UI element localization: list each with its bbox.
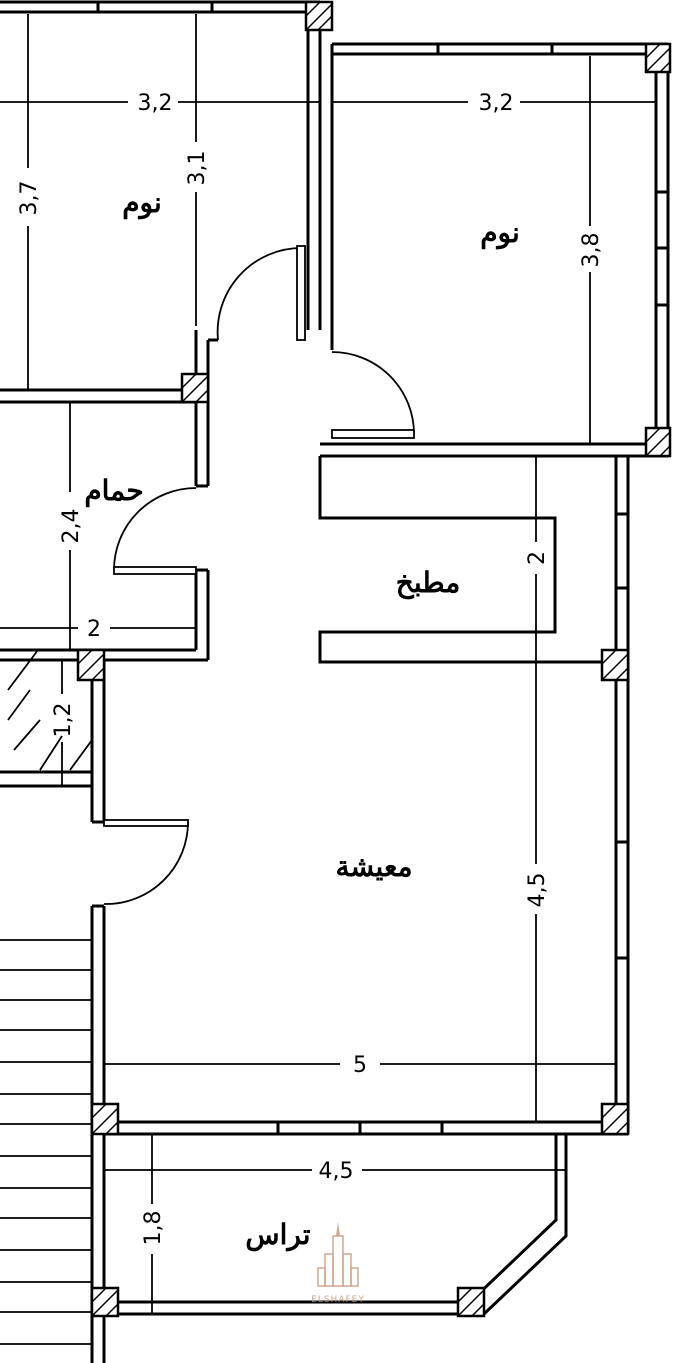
column: [600, 1102, 630, 1136]
dim-bed-left-width: 3,2: [138, 91, 173, 116]
column: [90, 1286, 120, 1318]
dim-living-height: 4,5: [525, 873, 550, 908]
column: [456, 1286, 486, 1318]
dim-bath-width: 2: [87, 617, 101, 642]
room-label-bathroom: حمام: [84, 474, 143, 508]
room-label-kitchen: مطبخ: [396, 566, 461, 600]
dim-bed-right-width: 3,2: [479, 91, 514, 116]
columns: [76, 0, 672, 1318]
room-labels: نوم نوم حمام مطبخ معيشة تراس: [84, 186, 519, 1252]
column: [600, 648, 630, 682]
dimension-lines: [0, 14, 656, 1314]
doors: [103, 245, 415, 905]
column: [90, 1102, 120, 1136]
dim-bath-height: 2,4: [59, 509, 84, 544]
column: [304, 0, 334, 32]
room-label-terrace: تراس: [245, 1218, 310, 1252]
room-label-living: معيشة: [336, 850, 413, 883]
dim-kitchen-depth: 2: [525, 551, 550, 565]
dim-terrace-depth: 1,8: [141, 1211, 166, 1246]
dim-bed-left-height-outer: 3,7: [17, 181, 42, 216]
room-label-bedroom-right: نوم: [480, 216, 520, 250]
dim-bed-left-height-inner: 3,1: [185, 151, 210, 186]
column: [76, 648, 106, 682]
dimension-labels: 3,2 3,2 3,7 3,1 3,8 2,4 2 1,2 2 4,5 5 4,…: [17, 91, 604, 1246]
dim-stair-landing: 1,2: [51, 703, 76, 738]
column: [180, 372, 210, 404]
watermark-logo: ELSHAFEY: [311, 1222, 365, 1305]
watermark-brand: ELSHAFEY: [311, 1295, 365, 1305]
dim-living-width: 5: [353, 1053, 367, 1078]
dim-bed-right-height: 3,8: [579, 233, 604, 268]
column: [644, 426, 672, 458]
dim-terrace-width: 4,5: [319, 1159, 354, 1184]
room-label-bedroom-left: نوم: [122, 186, 162, 220]
column: [644, 42, 672, 74]
stairs: [0, 649, 93, 1345]
